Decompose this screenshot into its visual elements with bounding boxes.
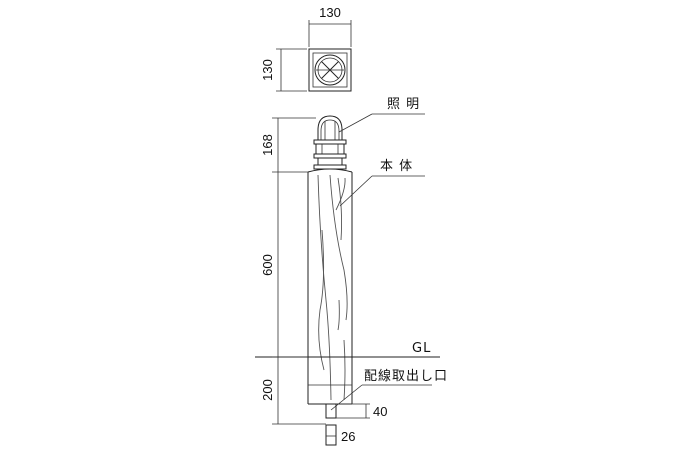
leader-wiring-outlet: 配線取出し口 — [330, 368, 448, 411]
wiring-outlet-box — [325, 403, 337, 419]
dim-top-width-text: 130 — [319, 5, 341, 20]
conduit — [325, 424, 337, 446]
wiring-outlet-label: 配線取出し口 — [364, 368, 448, 384]
lamp-head — [313, 115, 347, 170]
dimension-top-depth: 130 — [260, 48, 307, 92]
dim-top-depth-text: 130 — [260, 59, 275, 81]
leader-body: 本 体 — [339, 159, 425, 207]
dimension-chain: 168 600 200 — [260, 117, 326, 425]
foot-and-outlet: 40 26 — [325, 403, 387, 446]
dim-light-height-text: 168 — [260, 134, 275, 156]
dim-outlet-height-text: 40 — [373, 404, 387, 419]
lighting-label: 照 明 — [387, 97, 420, 112]
dim-below-ground-text: 200 — [260, 379, 275, 401]
dim-outlet-width-text: 26 — [341, 429, 355, 444]
ground-line: GL — [255, 341, 440, 358]
body-label: 本 体 — [380, 159, 413, 174]
dimension-top-width: 130 — [308, 5, 352, 47]
post-body — [307, 168, 353, 405]
dim-body-height-text: 600 — [260, 254, 275, 276]
leader-lighting: 照 明 — [338, 97, 425, 133]
ground-line-label: GL — [412, 341, 431, 356]
plan-view — [308, 48, 352, 92]
